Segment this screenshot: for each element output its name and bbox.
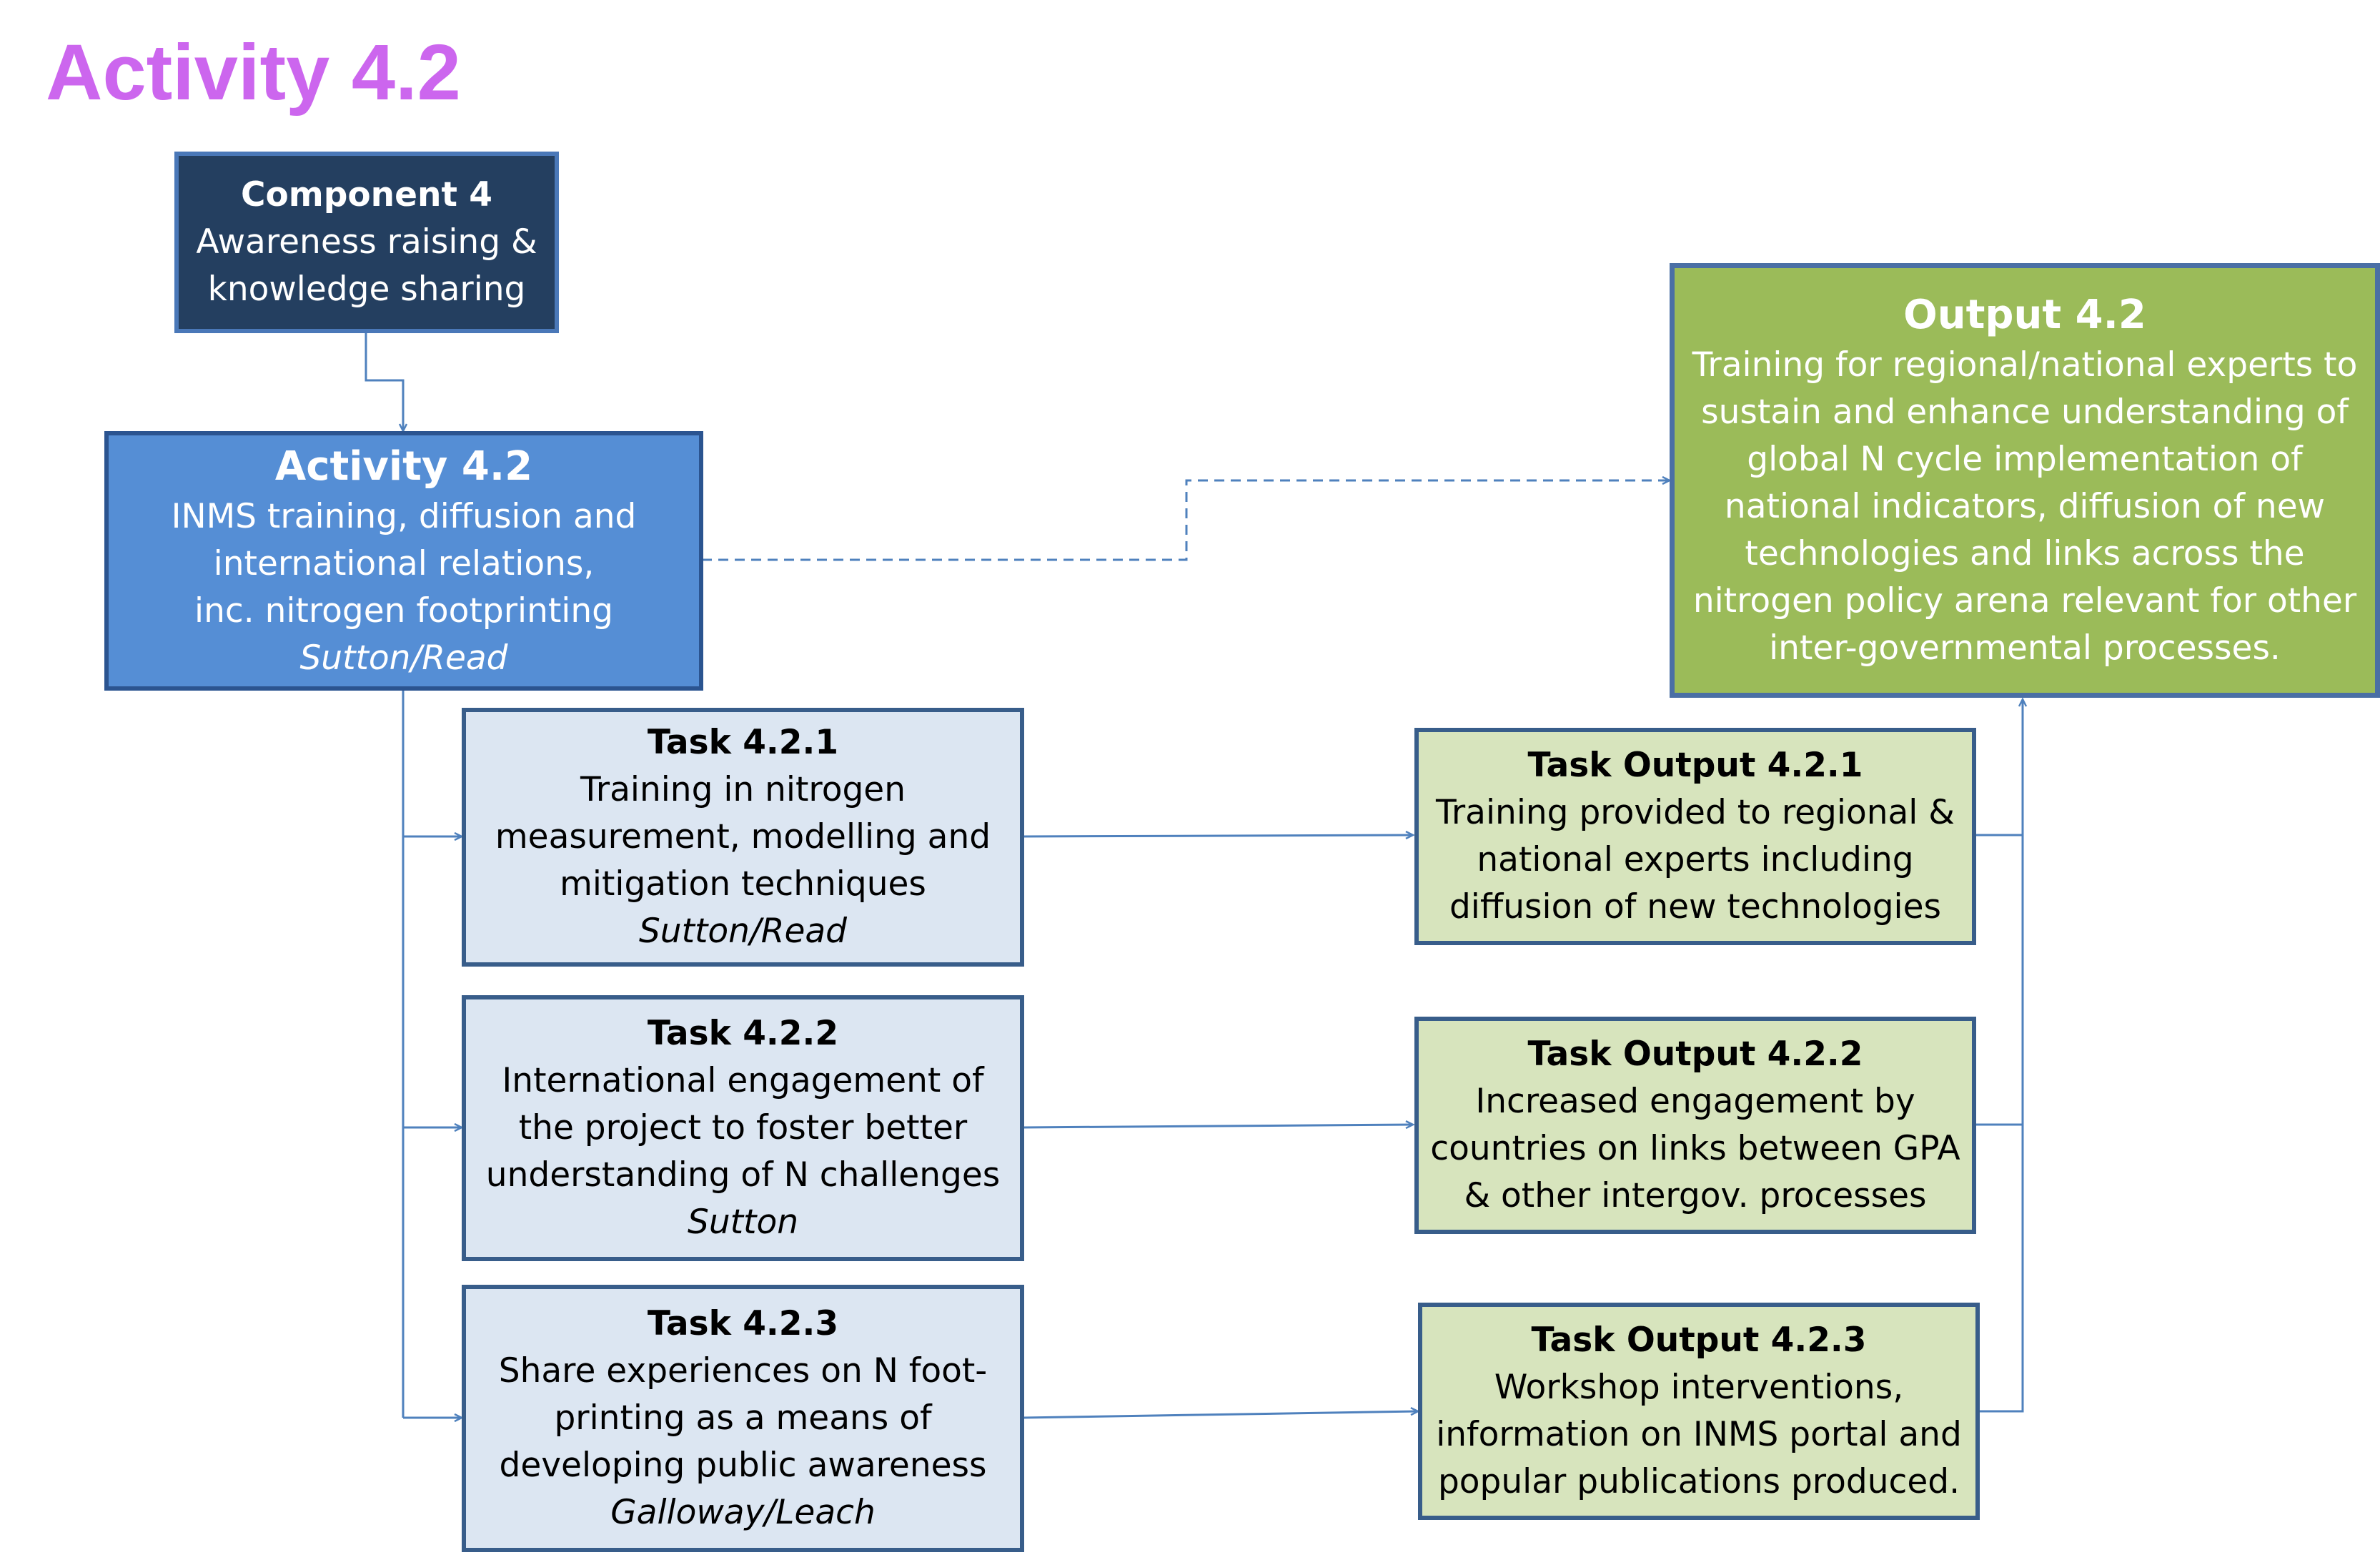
- task-output-title: Task Output 4.2.1: [1527, 746, 1863, 785]
- output-text-line: sustain and enhance understanding of: [1701, 393, 2349, 432]
- task-text-line: International engagement of: [502, 1061, 984, 1100]
- connector-activity-to-output: [702, 480, 1670, 561]
- output-text-line: technologies and links across the: [1745, 534, 2305, 573]
- task-text-line: developing public awareness: [499, 1446, 987, 1485]
- output-text-line: nitrogen policy arena relevant for other: [1692, 581, 2357, 621]
- output-4-2-box: Output 4.2 Training for regional/nationa…: [1670, 263, 2380, 698]
- task-4-2-2-box: Task 4.2.2 International engagement of t…: [462, 995, 1024, 1261]
- output-title: Output 4.2: [1903, 292, 2146, 338]
- connector-component-to-activity: [365, 333, 403, 431]
- task-text-line: mitigation techniques: [560, 864, 926, 904]
- connector-task-1-to-output-1: [1022, 835, 1413, 836]
- task-output-text-line: Training provided to regional &: [1436, 793, 1955, 832]
- task-output-text-line: information on INMS portal and: [1436, 1415, 1962, 1454]
- task-output-title: Task Output 4.2.2: [1527, 1035, 1863, 1074]
- task-text-line: printing as a means of: [554, 1398, 932, 1438]
- task-output-text-line: popular publications produced.: [1437, 1462, 1960, 1501]
- component-4-box: Component 4 Awareness raising & knowledg…: [174, 152, 559, 333]
- task-output-text-line: countries on links between GPA: [1430, 1129, 1960, 1168]
- activity-title: Activity 4.2: [274, 443, 533, 490]
- task-title: Task 4.2.2: [647, 1014, 839, 1053]
- output-text-line: inter-governmental processes.: [1769, 628, 2281, 668]
- page-title: Activity 4.2: [46, 29, 461, 117]
- task-title: Task 4.2.3: [647, 1304, 839, 1343]
- task-4-2-1-box: Task 4.2.1 Training in nitrogen measurem…: [462, 708, 1024, 967]
- task-output-text-line: & other intergov. processes: [1464, 1176, 1927, 1215]
- task-output-4-2-3-box: Task Output 4.2.3 Workshop interventions…: [1418, 1303, 1980, 1520]
- connector-task-2-to-output-2: [1022, 1125, 1413, 1127]
- task-leads: Sutton: [687, 1203, 799, 1242]
- task-title: Task 4.2.1: [647, 723, 839, 762]
- component-text-line: knowledge sharing: [207, 270, 526, 309]
- component-text-line: Awareness raising &: [196, 222, 537, 262]
- activity-text-line: INMS training, diffusion and: [171, 496, 637, 536]
- task-leads: Sutton/Read: [638, 912, 848, 951]
- output-text-line: global N cycle implementation of: [1747, 440, 2303, 479]
- component-title: Component 4: [240, 175, 493, 214]
- connector-task-3-to-output-3: [1022, 1411, 1418, 1419]
- task-output-text-line: national experts including: [1477, 840, 1914, 879]
- task-leads: Galloway/Leach: [610, 1493, 876, 1532]
- task-4-2-3-box: Task 4.2.3 Share experiences on N foot- …: [462, 1285, 1024, 1552]
- task-text-line: Share experiences on N foot-: [498, 1351, 988, 1391]
- task-text-line: understanding of N challenges: [485, 1155, 1001, 1195]
- connector-output-3-to-output: [1980, 699, 2023, 1413]
- output-text-line: national indicators, diffusion of new: [1724, 487, 2326, 526]
- task-output-4-2-2-box: Task Output 4.2.2 Increased engagement b…: [1414, 1017, 1976, 1234]
- task-output-text-line: diffusion of new technologies: [1449, 887, 1942, 927]
- output-text-line: Training for regional/national experts t…: [1692, 345, 2358, 385]
- activity-4-2-box: Activity 4.2 INMS training, diffusion an…: [104, 431, 703, 691]
- task-text-line: measurement, modelling and: [495, 817, 991, 856]
- task-text-line: Training in nitrogen: [580, 770, 906, 809]
- task-output-title: Task Output 4.2.3: [1531, 1320, 1867, 1360]
- task-output-4-2-1-box: Task Output 4.2.1 Training provided to r…: [1414, 728, 1976, 945]
- activity-text-line: inc. nitrogen footprinting: [194, 591, 613, 631]
- activity-leads: Sutton/Read: [299, 638, 508, 678]
- task-output-text-line: Increased engagement by: [1475, 1082, 1915, 1121]
- task-output-text-line: Workshop interventions,: [1494, 1368, 1904, 1407]
- task-text-line: the project to foster better: [518, 1108, 968, 1147]
- activity-text-line: international relations,: [213, 543, 595, 583]
